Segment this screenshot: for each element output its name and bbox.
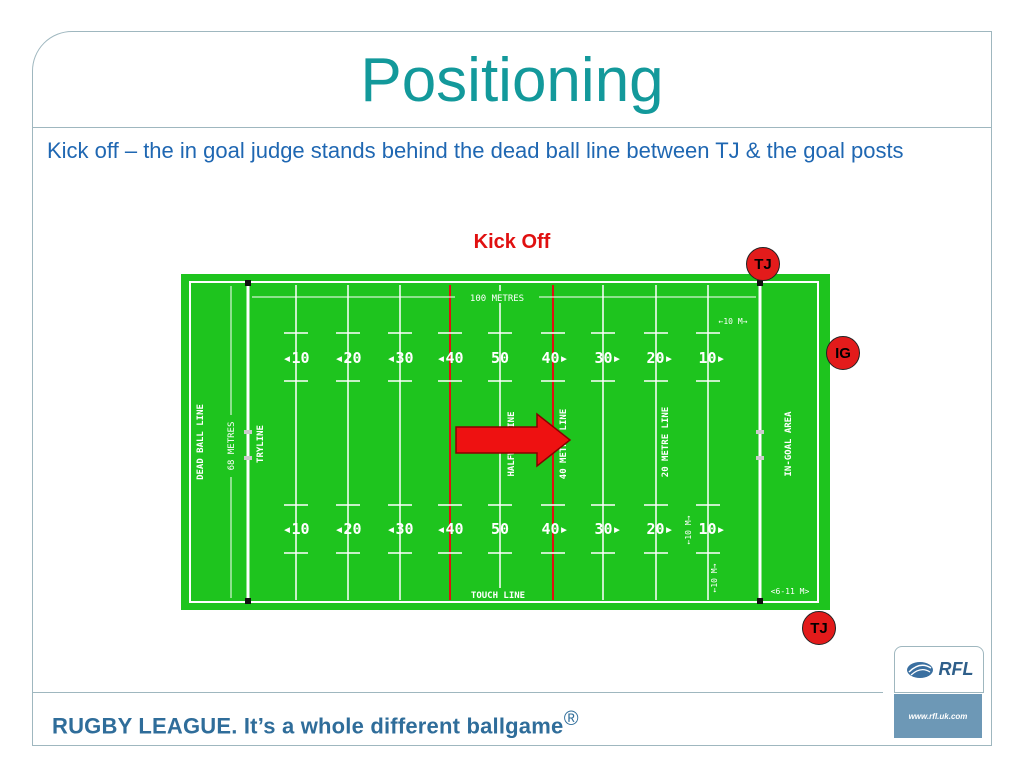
yard-number: 10▸ (698, 349, 725, 367)
touch-line-label: TOUCH LINE (471, 591, 525, 601)
post-marker (757, 280, 763, 286)
tagline-text: RUGBY LEAGUE. It’s a whole different bal… (52, 713, 564, 739)
yard-number: 30▸ (594, 349, 621, 367)
ten-metre-label: ←10 M→ (719, 317, 748, 326)
footer-divider (33, 692, 883, 693)
slide-subtitle: Kick off – the in goal judge stands behi… (47, 138, 904, 163)
yard-number: ◂30 (386, 349, 413, 367)
title-divider (33, 127, 992, 128)
touch-judge-marker-bottom: TJ (802, 611, 836, 645)
label-bg (225, 415, 237, 477)
label-bg (455, 291, 539, 303)
in-goal-area-label: IN-GOAL AREA (784, 411, 794, 477)
yard-number: 30▸ (594, 520, 621, 538)
width-label: 68 METRES (227, 422, 237, 471)
footer-tagline: RUGBY LEAGUE. It’s a whole different bal… (52, 708, 578, 739)
in-goal-depth-label: <6-11 M> (771, 587, 810, 596)
post-marker (245, 280, 251, 286)
yard-number: ◂40 (436, 349, 463, 367)
goal-post (756, 430, 764, 434)
tryline-label: TRYLINE (256, 425, 266, 463)
yard-number: ◂10 (282, 349, 309, 367)
diagram-title: Kick Off (473, 231, 551, 253)
yard-number: ◂20 (334, 349, 361, 367)
label-bg (452, 588, 544, 600)
yard-number: 40▸ (541, 520, 568, 538)
website-url[interactable]: www.rfl.uk.com (894, 694, 982, 738)
ten-metre-label: ←10 M→ (684, 515, 693, 544)
goal-post (244, 456, 252, 460)
goal-post (756, 456, 764, 460)
yard-number: 20▸ (646, 349, 673, 367)
rfl-logo-text: RFL (938, 659, 974, 679)
yard-number: 20▸ (646, 520, 673, 538)
yard-number: 50 (491, 520, 509, 538)
hash-marks (284, 332, 720, 554)
rugby-ball-icon (906, 661, 933, 678)
kick-direction-arrow-icon (455, 412, 572, 468)
yard-number: ◂20 (334, 520, 361, 538)
slide-frame (32, 31, 992, 746)
ten-metre-lines (295, 285, 709, 600)
yard-number: 10▸ (698, 520, 725, 538)
registered-mark: ® (563, 708, 579, 730)
length-label: 100 METRES (470, 294, 524, 304)
post-marker (245, 598, 251, 604)
yard-number: 40▸ (541, 349, 568, 367)
yard-number: ◂10 (282, 520, 309, 538)
post-marker (757, 598, 763, 604)
boundary-line (189, 281, 819, 603)
touch-judge-marker-top: TJ (746, 247, 780, 281)
twenty-metre-line-label: 20 METRE LINE (661, 407, 671, 477)
yard-number: 50 (491, 349, 509, 367)
in-goal-judge-marker: IG (826, 336, 860, 370)
rfl-logo: RFL (894, 646, 984, 693)
dead-ball-line-label: DEAD BALL LINE (196, 404, 206, 480)
yard-number: ◂40 (436, 520, 463, 538)
page-title: Positioning (360, 46, 664, 115)
ten-metre-label: ←10 M→ (710, 563, 719, 592)
goal-post (244, 430, 252, 434)
rfl-logo-block: RFL (884, 636, 992, 746)
yard-number: ◂30 (386, 520, 413, 538)
